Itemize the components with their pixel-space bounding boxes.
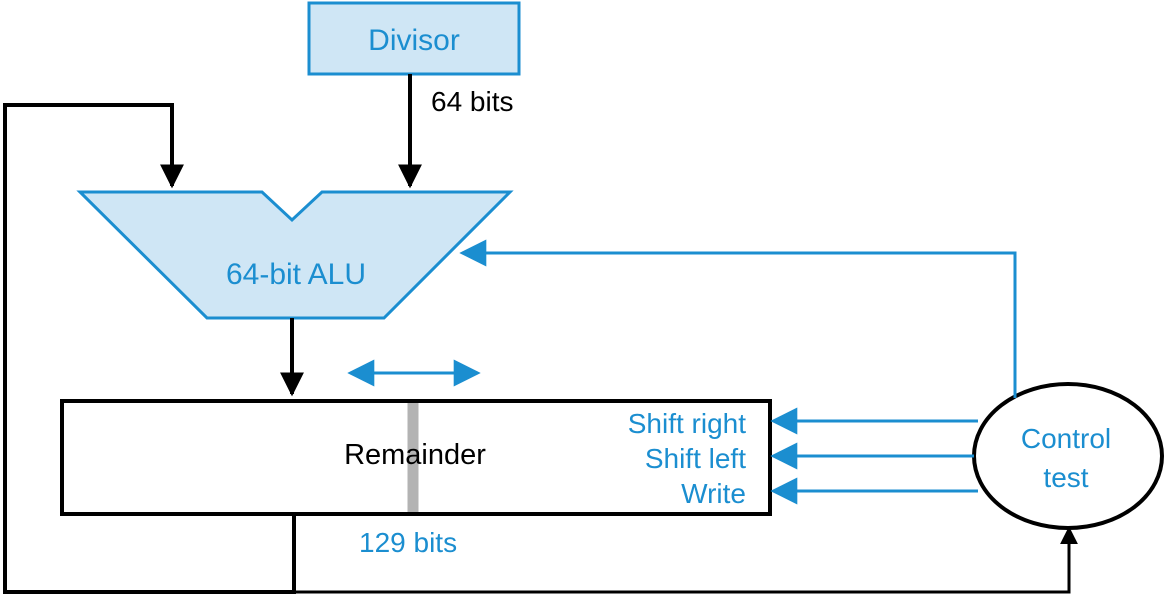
control-test-label-line1: Control [1021, 423, 1111, 454]
shift-left-label: Shift left [645, 443, 746, 474]
control-test-label-line2: test [1043, 462, 1088, 493]
alu-control-signal-arrow [459, 239, 1017, 398]
shift-right-label: Shift right [628, 408, 746, 439]
alu-shape [76, 190, 514, 320]
control-test-ellipse [972, 382, 1164, 530]
divisor-box [307, 1, 521, 76]
remainder-width-label: 129 bits [359, 527, 457, 558]
remainder-label: Remainder [344, 439, 486, 471]
write-label: Write [681, 478, 746, 509]
divisor-width-label: 64 bits [431, 86, 514, 117]
alu-label: 64-bit ALU [226, 258, 366, 291]
remainder-to-control-arrow [294, 526, 1078, 594]
remainder-feedback-arrow [3, 103, 296, 594]
divisor-label: Divisor [368, 24, 460, 57]
